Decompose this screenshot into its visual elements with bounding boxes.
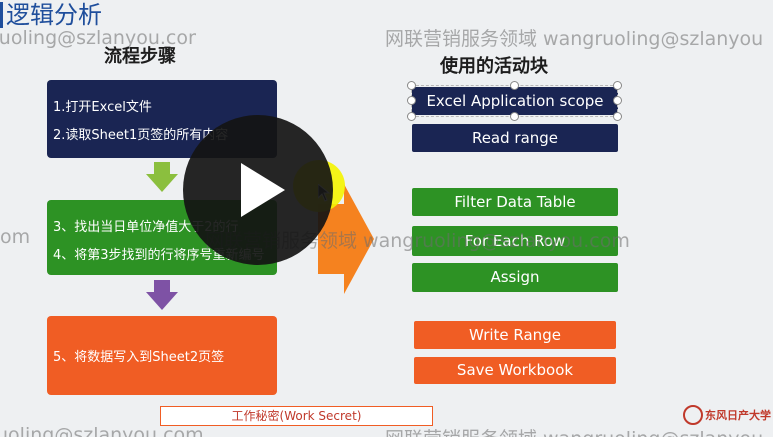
title-accent-bar [0,2,3,28]
activity-for-each-row[interactable]: For Each Row [412,226,618,256]
step-line: 4、将第3步找到的行将序号重新编号 [53,248,265,263]
watermark: om [0,226,31,248]
resize-handle[interactable] [407,112,416,121]
resize-handle[interactable] [510,81,519,90]
activity-assign[interactable]: Assign [412,263,618,292]
flow-title: 流程步骤 [104,46,176,67]
step-box-3: 5、将数据写入到Sheet2页签 [47,316,277,395]
logo-text: 东风日产大学 [705,409,771,422]
selection-frame [407,81,622,121]
resize-handle[interactable] [407,96,416,105]
activity-write-range[interactable]: Write Range [414,321,616,349]
activities-title: 使用的活动块 [440,56,548,77]
activity-save-workbook[interactable]: Save Workbook [414,357,616,384]
down-arrow-icon [146,162,178,192]
resize-handle[interactable] [613,112,622,121]
step-line: 1.打开Excel文件 [53,100,152,115]
activity-read-range[interactable]: Read range [412,124,618,152]
logo-seal-icon [683,405,703,425]
right-arrow-icon [318,184,374,294]
resize-handle[interactable] [613,96,622,105]
watermark: uoling@szlanyou.com [0,424,204,437]
play-icon [241,163,285,217]
resize-handle[interactable] [613,81,622,90]
activity-filter-data-table[interactable]: Filter Data Table [412,188,618,216]
watermark: 网联营销服务领域 wangruoling@szlanyou [385,28,764,50]
watermark: 网联营销服务领域 wangruoling@szlanyou [385,424,763,437]
page-title: 逻辑分析 [6,1,102,29]
activity-excel-application-scope[interactable]: Excel Application scope [412,87,618,115]
step-line: 2.读取Sheet1页签的所有内容 [53,128,229,143]
down-arrow-icon [146,280,178,310]
step-line: 5、将数据写入到Sheet2页签 [53,350,225,365]
resize-handle[interactable] [407,81,416,90]
video-play-button[interactable] [183,115,333,265]
university-logo: 东风日产大学 [683,405,773,427]
resize-handle[interactable] [510,112,519,121]
confidentiality-label: 工作秘密(Work Secret) [160,406,433,426]
watermark: ruoling@szlanyou.com [0,27,196,49]
